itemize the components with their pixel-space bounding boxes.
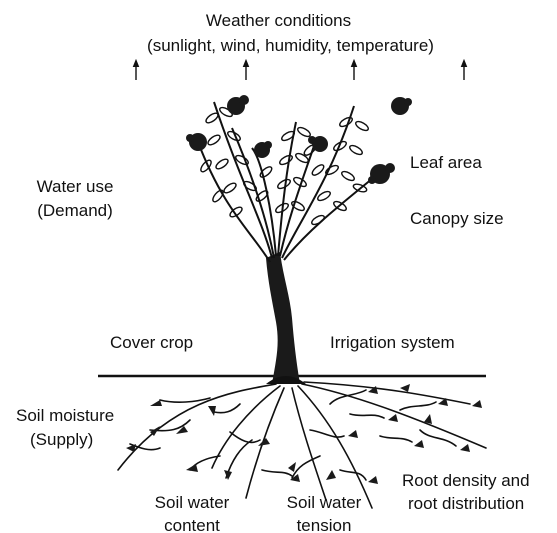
weather-title: Weather conditions: [0, 10, 557, 32]
cover-crop-label: Cover crop: [110, 332, 193, 354]
soil-moisture-line2: (Supply): [30, 429, 93, 451]
vine-leaves: [199, 106, 370, 227]
vine-canes: [198, 102, 378, 262]
water-use-line2: (Demand): [20, 200, 130, 222]
vine-trunk: [266, 252, 306, 384]
soil-water-content-line2: content: [140, 515, 244, 533]
soil-water-content-line1: Soil water: [140, 492, 244, 514]
water-use-line1: Water use: [20, 176, 130, 198]
canopy-size-label: Canopy size: [410, 208, 504, 230]
soil-water-tension-line2: tension: [272, 515, 376, 533]
root-density-line1: Root density and: [402, 470, 530, 492]
root-density-line2: root distribution: [408, 493, 524, 515]
soil-moisture-line1: Soil moisture: [16, 405, 114, 427]
weather-detail: (sunlight, wind, humidity, temperature): [0, 35, 557, 57]
leaf-area-label: Leaf area: [410, 152, 482, 174]
upward-arrows: [136, 63, 464, 80]
irrigation-system-label: Irrigation system: [330, 332, 455, 354]
soil-water-tension-line1: Soil water: [272, 492, 376, 514]
